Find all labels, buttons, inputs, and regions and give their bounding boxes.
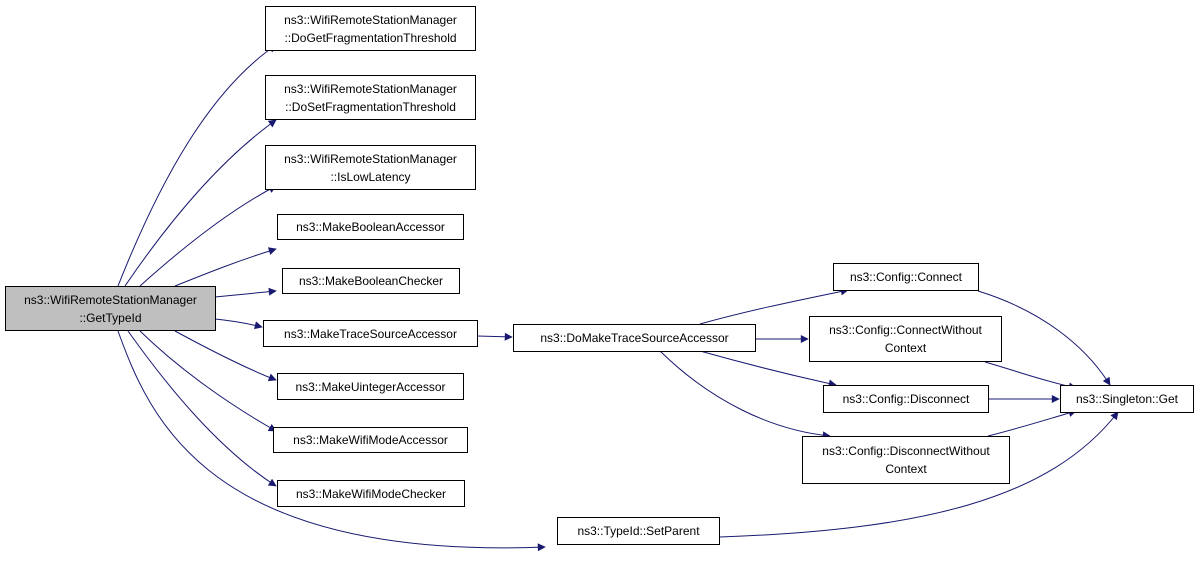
edge-gettypeid-to-makebooleanaccessor xyxy=(174,247,277,287)
edge-gettypeid-to-makewifimodeaccessor xyxy=(139,330,277,432)
edge-domaketracesourceaccessor-to-config-disconnect xyxy=(699,350,837,388)
node-singleton-get[interactable]: ns3::Singleton::Get xyxy=(1060,385,1194,413)
edge-domaketracesourceaccessor-to-config-disconnectwithoutcontext xyxy=(659,350,831,440)
node-makewifimodeaccessor[interactable]: ns3::MakeWifiModeAccessor xyxy=(273,427,468,453)
node-config-connectwithoutcontext-line2: Context xyxy=(884,341,927,355)
node-makeuintegeraccessor-label: ns3::MakeUintegerAccessor xyxy=(295,379,446,394)
node-gettypeid: ns3::WifiRemoteStationManager ::GetTypeI… xyxy=(5,286,216,331)
edge-gettypeid-to-islowlatency xyxy=(139,185,277,287)
node-domaketracesourceaccessor-label: ns3::DoMakeTraceSourceAccessor xyxy=(540,331,729,345)
node-maketracesourceaccessor-label: ns3::MakeTraceSourceAccessor xyxy=(284,326,457,341)
node-makebooleanaccessor-label: ns3::MakeBooleanAccessor xyxy=(296,220,445,234)
node-config-disconnectwithoutcontext[interactable]: ns3::Config::DisconnectWithout Context xyxy=(802,436,1010,484)
node-dogetfragmentationthreshold-line2: ::DoGetFragmentationThreshold xyxy=(284,30,457,45)
edge-gettypeid-to-makewifimodechecker xyxy=(127,330,277,487)
node-islowlatency-line1: ns3::WifiRemoteStationManager xyxy=(284,151,457,166)
node-dogetfragmentationthreshold-line1: ns3::WifiRemoteStationManager xyxy=(284,12,457,27)
edge-config-disconnectwithoutcontext-to-singleton-get xyxy=(987,409,1077,437)
node-makebooleanchecker-label: ns3::MakeBooleanChecker xyxy=(298,274,444,288)
edge-domaketracesourceaccessor-to-config-connect xyxy=(699,287,849,325)
node-config-connect-label: ns3::Config::Connect xyxy=(849,270,963,284)
node-config-connectwithoutcontext-line1: ns3::Config::ConnectWithout xyxy=(829,323,982,337)
node-config-disconnect-label: ns3::Config::Disconnect xyxy=(842,392,970,406)
node-config-disconnectwithoutcontext-line1: ns3::Config::DisconnectWithout xyxy=(822,444,990,458)
edge-maketracesourceaccessor-to-domaketracesourceaccessor xyxy=(476,332,513,341)
node-typeid-setparent-label: ns3::TypeId::SetParent xyxy=(577,524,700,538)
node-dosetfragmentationthreshold-line1: ns3::WifiRemoteStationManager xyxy=(284,81,457,96)
node-gettypeid-line2: ::GetTypeId xyxy=(79,310,142,325)
node-islowlatency-line2: ::IsLowLatency xyxy=(330,169,411,184)
node-config-disconnectwithoutcontext-line2: Context xyxy=(885,462,927,476)
node-config-connectwithoutcontext[interactable]: ns3::Config::ConnectWithout Context xyxy=(809,316,1002,362)
node-gettypeid-line1: ns3::WifiRemoteStationManager xyxy=(24,292,197,307)
edge-config-connect-to-singleton-get xyxy=(977,290,1111,386)
edge-gettypeid-to-typeid-setparent xyxy=(117,330,546,552)
edge-gettypeid-to-dogetfragmentationthreshold xyxy=(117,44,277,287)
node-config-disconnect[interactable]: ns3::Config::Disconnect xyxy=(823,385,989,413)
node-typeid-setparent[interactable]: ns3::TypeId::SetParent xyxy=(557,517,720,545)
node-makebooleanchecker[interactable]: ns3::MakeBooleanChecker xyxy=(282,268,460,294)
edge-gettypeid-to-maketracesourceaccessor xyxy=(214,318,263,330)
node-singleton-get-label: ns3::Singleton::Get xyxy=(1075,392,1179,406)
node-config-connect[interactable]: ns3::Config::Connect xyxy=(833,263,979,291)
node-dosetfragmentationthreshold[interactable]: ns3::WifiRemoteStationManager ::DoSetFra… xyxy=(265,75,476,120)
node-makewifimodechecker[interactable]: ns3::MakeWifiModeChecker xyxy=(277,480,465,507)
node-makewifimodechecker-label: ns3::MakeWifiModeChecker xyxy=(295,486,447,501)
node-dosetfragmentationthreshold-line2: ::DoSetFragmentationThreshold xyxy=(285,99,456,114)
edge-typeid-setparent-to-singleton-get xyxy=(719,411,1119,538)
edge-gettypeid-to-dosetfragmentationthreshold xyxy=(124,119,277,287)
node-maketracesourceaccessor[interactable]: ns3::MakeTraceSourceAccessor xyxy=(263,320,478,347)
node-domaketracesourceaccessor[interactable]: ns3::DoMakeTraceSourceAccessor xyxy=(513,324,756,352)
node-makebooleanaccessor[interactable]: ns3::MakeBooleanAccessor xyxy=(277,214,464,240)
node-makewifimodeaccessor-label: ns3::MakeWifiModeAccessor xyxy=(293,433,448,447)
node-makeuintegeraccessor[interactable]: ns3::MakeUintegerAccessor xyxy=(277,373,464,400)
edge-gettypeid-to-makebooleanchecker xyxy=(214,287,277,298)
node-islowlatency[interactable]: ns3::WifiRemoteStationManager ::IsLowLat… xyxy=(265,145,476,190)
node-dogetfragmentationthreshold[interactable]: ns3::WifiRemoteStationManager ::DoGetFra… xyxy=(265,6,476,51)
edge-gettypeid-to-makeuintegeraccessor xyxy=(174,330,277,382)
